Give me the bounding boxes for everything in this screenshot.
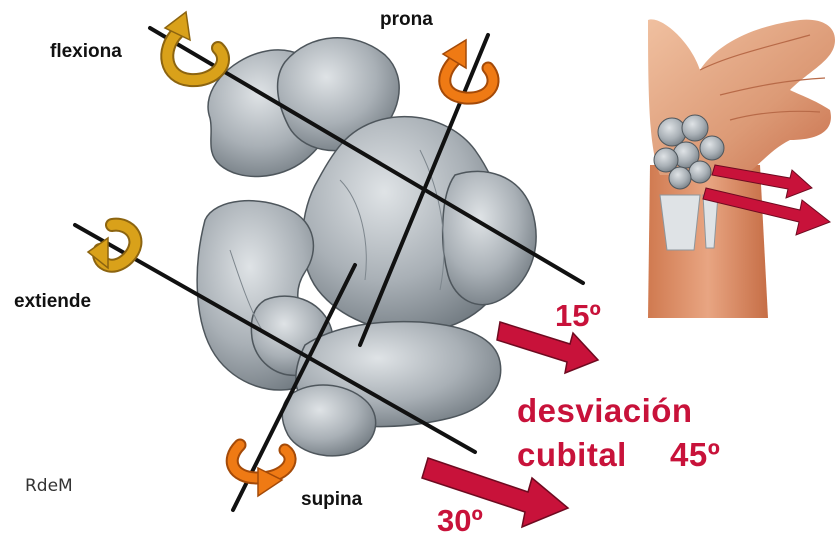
hand-photo (645, 14, 835, 319)
caption-line1: desviación (517, 392, 693, 430)
flexion-label: flexiona (50, 41, 122, 63)
angle-15-label: 15º (555, 298, 601, 334)
angle-30-label: 30º (437, 503, 483, 539)
pronation-label: prona (380, 9, 433, 31)
bone-hamate (443, 171, 536, 304)
supination-label: supina (301, 489, 362, 511)
flexion-rotation-arrow-icon (165, 12, 223, 80)
caption-line2-word: cubital (517, 436, 627, 474)
caption-line2-angle: 45º (670, 436, 720, 474)
author-signature: RdeM (25, 476, 73, 496)
extension-label: extiende (14, 291, 91, 313)
pronation-rotation-arrow-icon (443, 40, 493, 98)
